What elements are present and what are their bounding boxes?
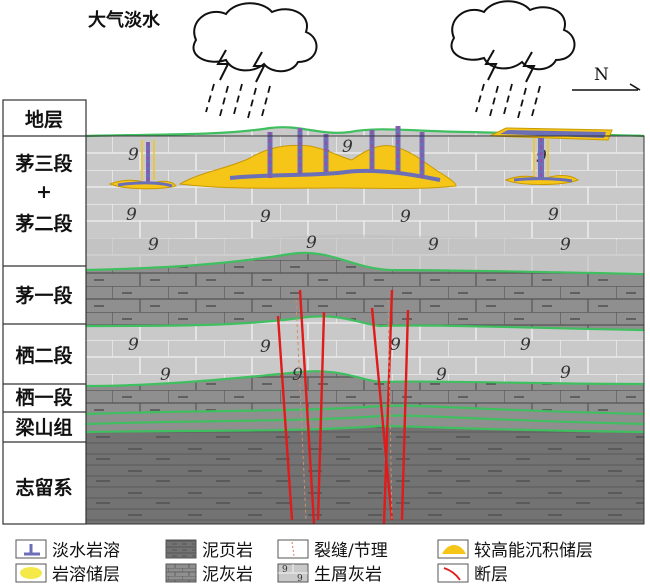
svg-text:裂缝/节理: 裂缝/节理 [314,541,388,561]
lightning-icon [522,51,536,83]
svg-text:生屑灰岩: 生屑灰岩 [314,565,382,585]
faults [276,289,410,525]
svg-text:9: 9 [390,335,401,355]
karst-icon [24,544,40,556]
ellipse-icon [20,567,42,579]
svg-text:9: 9 [148,235,159,255]
rain-drops [205,83,541,119]
fossil-icon: 9 [297,574,303,584]
cloud-icon [192,2,318,73]
stratum-label-silurian: 志留系 [15,476,72,499]
lightning-icon [216,49,230,81]
svg-text:9: 9 [126,205,137,225]
cloud-icon [450,0,576,71]
stratum-label-plus: + [36,181,52,203]
svg-text:淡水岩溶: 淡水岩溶 [52,541,120,561]
layer-mao3-mao2 [86,127,644,274]
legend-item-karst-reservoir: 岩溶储层 [15,563,120,585]
svg-text:9: 9 [342,137,353,157]
strata-header: 地层 [25,108,63,131]
svg-text:9: 9 [400,207,411,227]
lightning-icon [484,49,498,81]
layer-liangshan [86,405,644,432]
svg-text:9: 9 [128,145,139,165]
legend-item-marl: 泥灰岩 [165,563,253,585]
layer-silurian [86,425,644,524]
svg-text:岩溶储层: 岩溶储层 [52,565,120,585]
svg-text:9: 9 [160,365,171,385]
svg-text:9: 9 [428,235,439,255]
layer-qi2 [86,316,644,386]
legend-item-fault: 断层 [437,563,508,585]
stratum-label-mao2: 茅二段 [15,212,73,235]
legend-item-fracture: 裂缝/节理 [277,539,388,561]
legend: 淡水岩溶 泥页岩 裂缝/节理 较高能沉积储层 岩溶储层 泥灰岩 [15,539,593,585]
fossil-icon: 9 [282,565,288,575]
stratum-label-liangshan: 梁山组 [14,416,72,439]
svg-text:9: 9 [548,205,559,225]
svg-text:较高能沉积储层: 较高能沉积储层 [474,541,593,561]
svg-text:9: 9 [560,235,571,255]
svg-text:泥页岩: 泥页岩 [202,541,253,561]
svg-text:9: 9 [436,365,447,385]
mound-icon [442,545,466,554]
svg-text:9: 9 [260,337,271,357]
section-body: 9 9 9 9 9 9 9 9 9 9 9 9 9 9 9 9 9 9 9 9 [85,126,645,525]
layer-qi1 [86,371,644,414]
arrow-right-icon [572,83,641,91]
fault-icon [443,567,461,581]
strata-column: 地层 茅三段 + 茅二段 茅一段 栖二段 栖一段 梁山组 志留系 [2,99,87,525]
north-label: N [594,65,609,85]
north-arrow: N [572,65,641,91]
svg-text:9: 9 [306,233,317,253]
svg-text:9: 9 [260,207,271,227]
legend-item-high-energy: 较高能沉积储层 [437,539,593,561]
svg-text:9: 9 [560,363,571,383]
svg-text:断层: 断层 [474,565,508,585]
legend-item-bioclastic: 9 9 生屑灰岩 [277,563,382,585]
fractures [295,299,393,521]
stratum-label-mao3: 茅三段 [15,152,73,175]
svg-text:9: 9 [292,365,303,385]
rain-clouds [192,0,576,73]
stratum-label-qi1: 栖一段 [15,386,73,409]
svg-text:泥灰岩: 泥灰岩 [202,565,253,585]
lightning-icons [216,49,536,83]
caption-freshwater: 大气淡水 [88,9,161,31]
layer-boundaries [85,126,645,434]
legend-item-mud-shale: 泥页岩 [165,539,253,561]
svg-text:9: 9 [520,335,531,355]
lightning-icon [252,51,266,83]
legend-item-freshwater-karst: 淡水岩溶 [15,539,120,561]
stratum-label-mao1: 茅一段 [15,284,73,307]
svg-text:9: 9 [128,335,139,355]
stratum-label-qi2: 栖二段 [15,344,73,367]
